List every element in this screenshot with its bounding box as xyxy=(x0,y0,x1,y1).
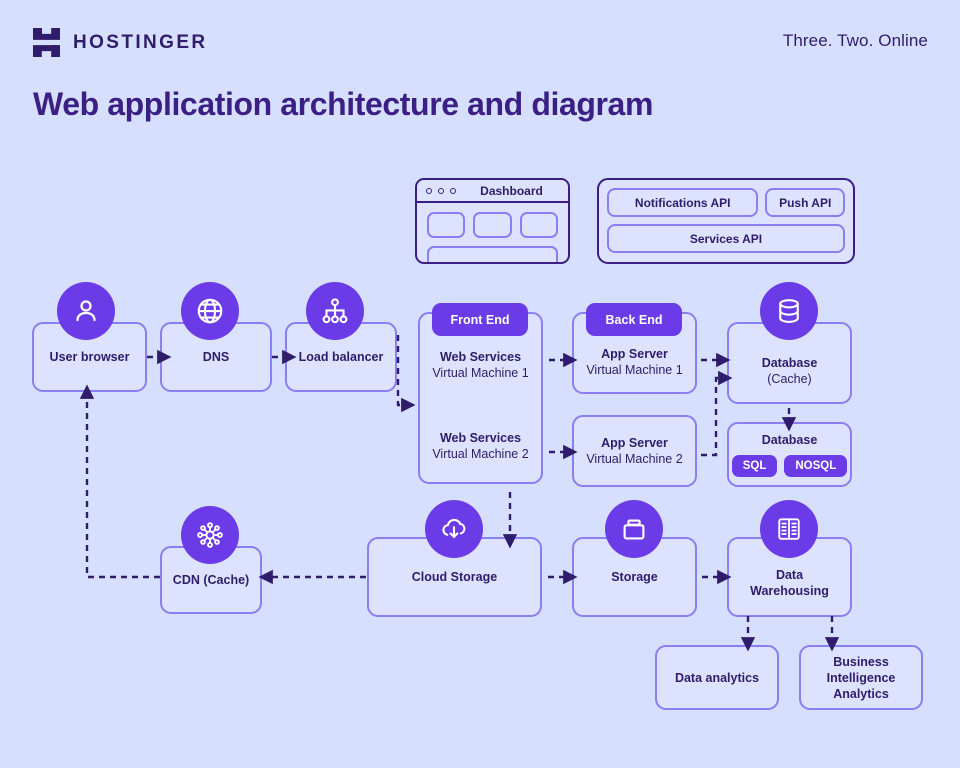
window-dot-icon xyxy=(438,187,444,194)
notifications-api-chip[interactable]: Notifications API xyxy=(607,188,759,217)
node-bi-analytics[interactable]: Business Intelligence Analytics xyxy=(799,645,923,710)
api-bottom-row: Services API xyxy=(607,224,845,253)
node-label: Data analytics xyxy=(674,670,760,685)
hostinger-h-logo-icon xyxy=(33,28,60,57)
push-api-chip[interactable]: Push API xyxy=(765,188,845,217)
entry-title: App Server xyxy=(601,347,668,361)
front-end-entry-1[interactable]: Web Services Virtual Machine 1 xyxy=(418,349,543,382)
storage-box-icon-badge xyxy=(605,500,663,558)
node-label: User browser xyxy=(49,350,130,364)
entry-title: Web Services xyxy=(439,431,522,445)
database-icon-badge xyxy=(760,282,818,340)
node-database-main[interactable]: Database SQL NOSQL xyxy=(727,422,852,487)
cdn-network-icon xyxy=(197,522,223,548)
globe-icon-badge xyxy=(181,282,239,340)
user-icon xyxy=(76,300,96,322)
load-balancer-icon-badge xyxy=(306,282,364,340)
dashboard-body xyxy=(417,203,568,262)
entry-title: Data xyxy=(775,568,804,582)
nosql-badge[interactable]: NOSQL xyxy=(784,454,848,478)
tagline: Three. Two. Online xyxy=(782,31,928,50)
back-end-pill[interactable]: Back End xyxy=(586,303,682,336)
entry-sub: Virtual Machine 2 xyxy=(586,452,683,466)
cloud-download-icon xyxy=(442,518,466,539)
browser-titlebar: Dashboard xyxy=(417,180,568,203)
entry-sub: Virtual Machine 1 xyxy=(586,363,683,377)
page-title: Web application architecture and diagram xyxy=(33,86,654,122)
node-label: DNS xyxy=(202,350,230,364)
node-label: Load balancer xyxy=(298,350,384,364)
dashboard-tile xyxy=(427,212,466,238)
entry-sub: Virtual Machine 2 xyxy=(432,447,529,462)
dashboard-browser-mock: Dashboard xyxy=(415,178,570,264)
storage-box-icon xyxy=(623,519,645,540)
globe-icon xyxy=(197,298,223,324)
entry-title: App Server xyxy=(601,436,668,450)
dashboard-tile xyxy=(519,212,558,238)
node-label: Cloud Storage xyxy=(411,570,498,584)
database-icon xyxy=(779,299,799,323)
front-end-pill[interactable]: Front End xyxy=(432,303,528,336)
server-rack-icon-badge xyxy=(760,500,818,558)
api-top-row: Notifications API Push API xyxy=(607,188,845,217)
node-data-warehousing[interactable]: Data Warehousing xyxy=(727,537,852,617)
sql-badge[interactable]: SQL xyxy=(731,454,778,478)
dashboard-title: Dashboard xyxy=(480,183,543,198)
api-panel: Notifications API Push API Services API xyxy=(597,178,855,264)
entry-title: Database xyxy=(761,356,818,370)
cloud-download-icon-badge xyxy=(425,500,483,558)
window-dot-icon xyxy=(426,187,432,194)
window-dot-icon xyxy=(450,187,456,194)
services-api-chip[interactable]: Services API xyxy=(607,224,845,253)
front-end-entry-2[interactable]: Web Services Virtual Machine 2 xyxy=(418,430,543,463)
brand-logo: HOSTINGER xyxy=(33,28,208,57)
node-label: Storage xyxy=(611,570,658,584)
cdn-network-icon-badge xyxy=(181,506,239,564)
server-rack-icon xyxy=(778,518,800,540)
entry-title: Business Intelligence xyxy=(826,654,896,685)
database-badges: SQL NOSQL xyxy=(731,454,848,478)
node-label: CDN (Cache) xyxy=(172,573,250,587)
entry-sub: Virtual Machine 1 xyxy=(432,366,529,381)
user-icon-badge xyxy=(57,282,115,340)
dashboard-tile xyxy=(473,212,512,238)
entry-title: Web Services xyxy=(439,350,522,364)
entry-sub: Warehousing xyxy=(750,584,829,598)
dashboard-wide-tile xyxy=(427,246,558,262)
brand-name: HOSTINGER xyxy=(73,31,208,53)
window-dots xyxy=(426,187,456,194)
node-data-analytics[interactable]: Data analytics xyxy=(655,645,779,710)
entry-title: Database xyxy=(761,432,818,447)
entry-sub: Analytics xyxy=(833,686,889,701)
dashboard-tile-row xyxy=(427,212,558,238)
entry-sub: (Cache) xyxy=(767,372,812,386)
node-app-server-2[interactable]: App Server Virtual Machine 2 xyxy=(572,415,697,487)
load-balancer-icon xyxy=(322,298,348,324)
